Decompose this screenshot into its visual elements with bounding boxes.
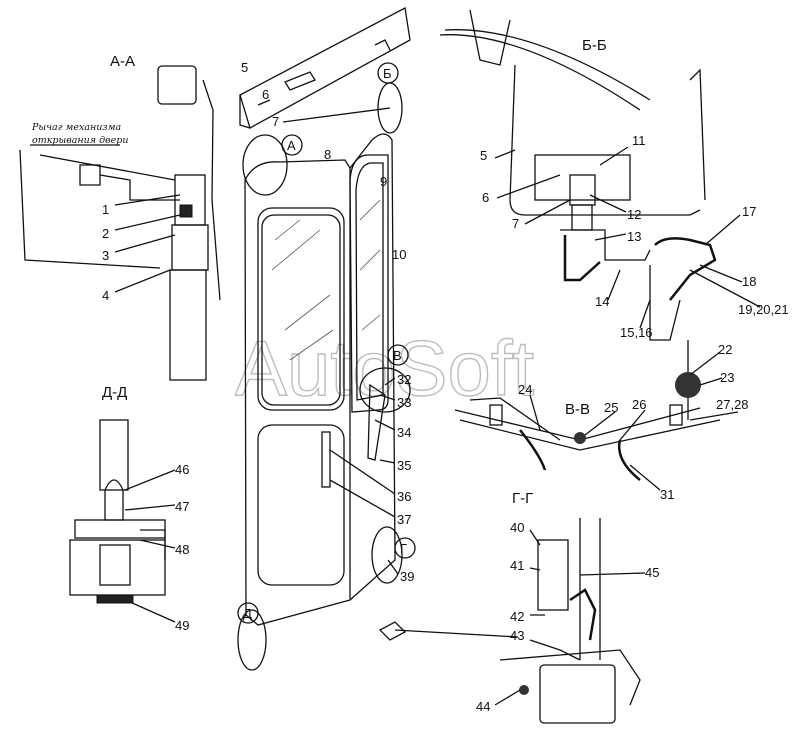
part-label: 19,20,21 [738, 302, 789, 317]
note-line-1: Рычаг механизма [31, 122, 121, 133]
part-label: 12 [627, 207, 641, 222]
section-g-g-drawing [499, 518, 641, 724]
part-label: 46 [175, 462, 189, 477]
part-label: 18 [742, 274, 756, 289]
callout-b: Б [383, 66, 392, 81]
leader-lines [30, 99, 761, 706]
part-label: 1 [102, 202, 109, 217]
part-label: 2 [102, 226, 109, 241]
part-label: 7 [272, 114, 279, 129]
part-label: 35 [397, 458, 411, 473]
part-label: 44 [476, 699, 490, 714]
part-label: 33 [397, 395, 411, 410]
callout-d: Д [243, 606, 252, 621]
part-label: 41 [510, 558, 524, 573]
part-label: 5 [480, 148, 487, 163]
section-title-v-v: В-В [565, 401, 590, 418]
part-label: 42 [510, 609, 524, 624]
part-label: 49 [175, 618, 189, 633]
part-label: 47 [175, 499, 189, 514]
part-label: 13 [627, 229, 641, 244]
part-label: 15,16 [620, 325, 653, 340]
part-label: 34 [397, 425, 411, 440]
section-v-v-drawing [454, 397, 721, 481]
part-label: 11 [632, 133, 646, 148]
part-label: 23 [720, 370, 734, 385]
section-d-d-drawing [69, 419, 166, 604]
part-label: 48 [175, 542, 189, 557]
top-trim-part [239, 7, 411, 129]
callout-a: А [287, 138, 296, 153]
part-label: 3 [102, 248, 109, 263]
section-title-d-d: Д-Д [102, 384, 127, 401]
part-labels: 1 2 3 4 5 6 7 8 9 10 5 6 7 11 12 13 14 1… [102, 60, 789, 714]
part-label: 10 [392, 247, 406, 262]
section-title-a-a: А-А [110, 53, 135, 70]
part-label: 45 [645, 565, 659, 580]
part-label: 37 [397, 512, 411, 527]
section-title-g-g: Г-Г [512, 490, 533, 507]
part-label: 43 [510, 628, 524, 643]
note-line-2: открывания двери [32, 135, 128, 146]
part-label: 17 [742, 204, 756, 219]
part-label: 26 [632, 397, 646, 412]
part-label: 27,28 [716, 397, 749, 412]
part-label: 22 [718, 342, 732, 357]
part-label: 24 [518, 382, 532, 397]
part-label: 6 [482, 190, 489, 205]
callout-g: Г [400, 541, 407, 556]
section-b-b-drawing [439, 9, 717, 420]
door [244, 133, 396, 626]
part-label: 40 [510, 520, 524, 535]
part-label: 7 [512, 216, 519, 231]
part-label: 14 [595, 294, 609, 309]
door-handle [321, 431, 331, 488]
part-label: 25 [604, 400, 618, 415]
part-label: 31 [660, 487, 674, 502]
part-label: 36 [397, 489, 411, 504]
part-label: 6 [262, 87, 269, 102]
part-label: 9 [380, 174, 387, 189]
part-label: 4 [102, 288, 109, 303]
part-label: 8 [324, 147, 331, 162]
section-title-b-b: Б-Б [582, 37, 607, 54]
section-a-a-drawing [19, 65, 221, 381]
bracket-part [284, 71, 316, 91]
latch-part [378, 621, 407, 641]
part-label: 39 [400, 569, 414, 584]
part-label: 5 [241, 60, 248, 75]
part-label: 32 [397, 372, 411, 387]
callout-v: В [393, 348, 402, 363]
